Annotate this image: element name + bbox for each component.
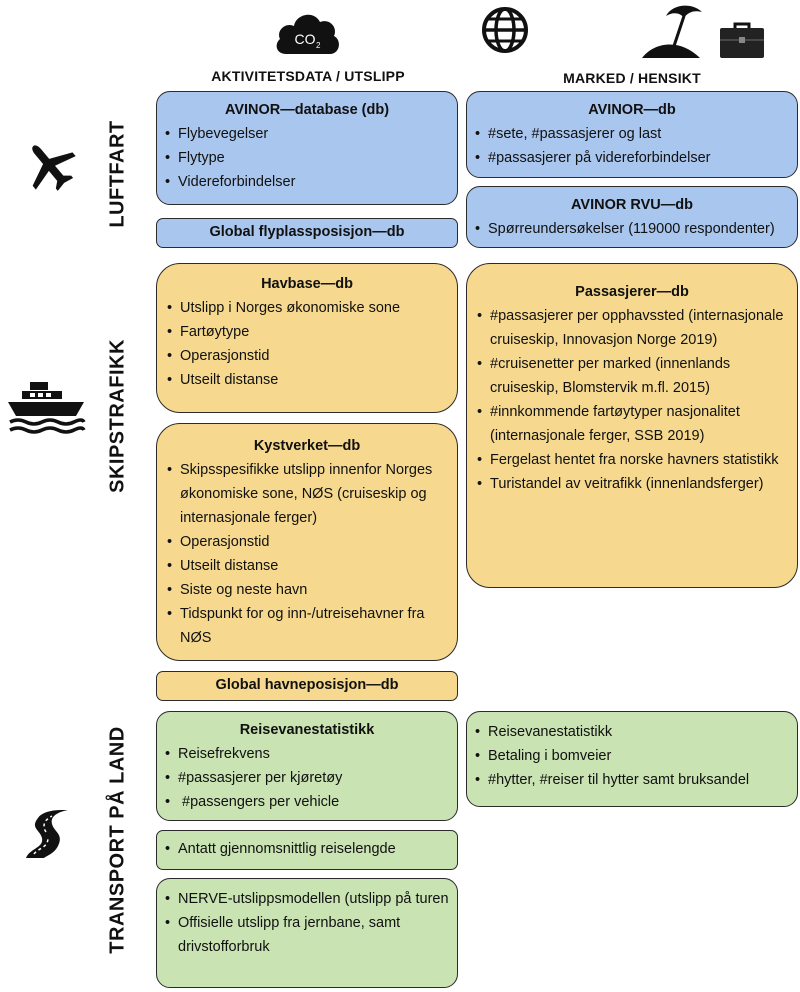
list-item: #sete, #passasjerer og last (475, 122, 789, 146)
section-label-land: TRANSPORT PÅ LAND (106, 726, 129, 954)
passasjerer-box: Passasjerer—db #passasjerer per opphavss… (466, 263, 798, 588)
list-item: Utslipp i Norges økonomiske sone (167, 296, 447, 320)
list-item: Skipsspesifikke utslipp innenfor Norges … (167, 458, 447, 530)
list-item: Flybevegelser (165, 122, 449, 146)
list-item: #passasjerer per kjøretøy (165, 766, 449, 790)
havbase-box: Havbase—db Utslipp i Norges økonomiske s… (156, 263, 458, 413)
list-item: Videreforbindelser (165, 170, 449, 194)
reisevanestatistikk-box: Reisevanestatistikk Reisefrekvens #passa… (156, 711, 458, 821)
avinor-rvu-title: AVINOR RVU—db (571, 197, 693, 213)
list-item: #passasjerer på videreforbindelser (475, 146, 789, 170)
list-item: Tidspunkt for og inn-/utreisehavner fra … (167, 602, 447, 650)
list-item: #hytter, #reiser til hytter samt bruksan… (475, 768, 789, 792)
list-item: #passengers per vehicle (165, 790, 449, 814)
list-item: #innkommende fartøytyper nasjonalitet (i… (477, 400, 787, 448)
header-right: MARKED / HENSIKT (563, 70, 701, 86)
global-port-position-bar: Global havneposisjon—db (156, 671, 458, 701)
section-label-aviation: LUFTFART (106, 120, 129, 228)
land-market-box: Reisevanestatistikk Betaling i bomveier … (466, 711, 798, 807)
kystverket-box: Kystverket—db Skipsspesifikke utslipp in… (156, 423, 458, 661)
reiselengde-box: Antatt gjennomsnittlig reiselengde (156, 830, 458, 870)
list-item: Antatt gjennomsnittlig reiselengde (165, 837, 449, 861)
list-item: Reisefrekvens (165, 742, 449, 766)
airplane-icon (22, 140, 78, 192)
list-item: Turistandel av veitrafikk (innenlandsfer… (477, 472, 787, 496)
list-item: Utseilt distanse (167, 368, 447, 392)
ship-icon (6, 380, 86, 438)
avinor-rvu-box: AVINOR RVU—db Spørreundersøkelser (11900… (466, 186, 798, 248)
list-item: Betaling i bomveier (475, 744, 789, 768)
passasjerer-title: Passasjerer—db (575, 284, 689, 300)
list-item: Flytype (165, 146, 449, 170)
avinor-database-title: AVINOR—database (db) (224, 102, 390, 118)
list-item: #cruisenetter per marked (innenlands cru… (477, 352, 787, 400)
reisevanestatistikk-title: Reisevanestatistikk (239, 722, 375, 738)
road-icon (22, 808, 70, 860)
list-item: Siste og neste havn (167, 578, 447, 602)
list-item: Operasjonstid (167, 530, 447, 554)
briefcase-icon (718, 20, 766, 60)
avinor-db-title: AVINOR—db (588, 102, 676, 118)
globe-icon (480, 5, 530, 55)
list-item: Reisevanestatistikk (475, 720, 789, 744)
list-item: Fergelast hentet fra norske havners stat… (477, 448, 787, 472)
list-item: Fartøytype (167, 320, 447, 344)
nerve-box: NERVE-utslippsmodellen (utslipp på turen… (156, 878, 458, 988)
global-airport-position-label: Global flyplassposisjon—db (209, 224, 405, 240)
list-item: #passasjerer per opphavssted (internasjo… (477, 304, 787, 352)
list-item: Offisielle utslipp fra jernbane, samt dr… (165, 911, 449, 959)
beach-umbrella-icon (640, 2, 710, 60)
header-left: AKTIVITETSDATA / UTSLIPP (211, 68, 405, 84)
avinor-database-box: AVINOR—database (db) Flybevegelser Flyty… (156, 91, 458, 205)
list-item: NERVE-utslippsmodellen (utslipp på turen (165, 887, 449, 911)
co2-label: CO (295, 31, 316, 47)
list-item: Spørreundersøkelser (119000 respondenter… (475, 217, 789, 241)
list-item: Operasjonstid (167, 344, 447, 368)
section-label-shipping: SKIPSTRAFIKK (106, 339, 129, 493)
global-airport-position-bar: Global flyplassposisjon—db (156, 218, 458, 248)
co2-subscript: 2 (316, 41, 321, 50)
avinor-db-box: AVINOR—db #sete, #passasjerer og last #p… (466, 91, 798, 178)
cloud-co2-icon: CO 2 (272, 8, 342, 56)
kystverket-title: Kystverket—db (253, 438, 361, 454)
global-port-position-label: Global havneposisjon—db (215, 677, 399, 693)
list-item: Utseilt distanse (167, 554, 447, 578)
havbase-title: Havbase—db (261, 276, 353, 292)
